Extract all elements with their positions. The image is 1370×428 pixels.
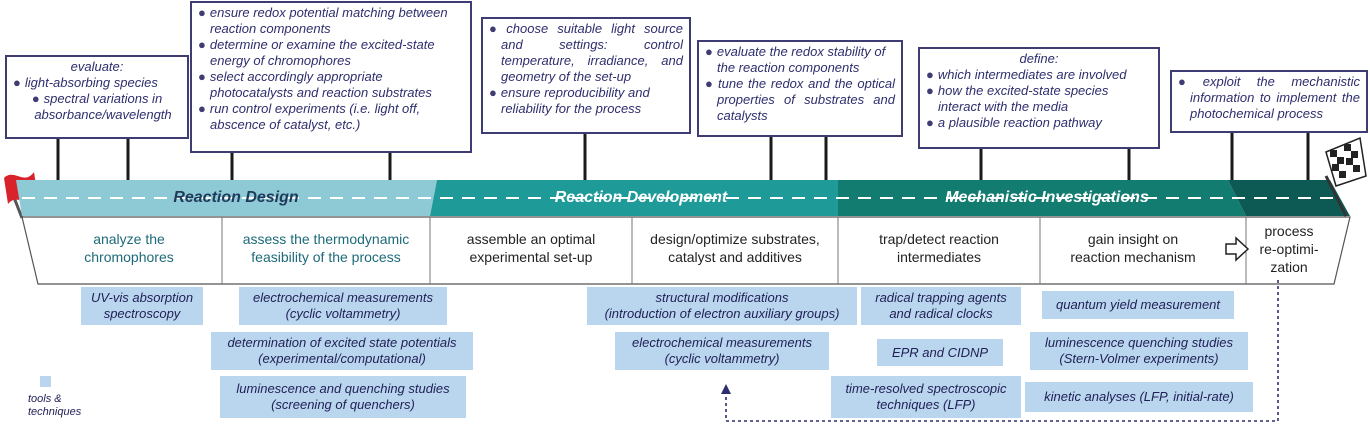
feedback-dotted-path (725, 280, 1279, 422)
legend-label: tools &techniques (28, 393, 82, 418)
arrow-right-icon (1225, 236, 1250, 262)
step-band (21, 216, 1351, 285)
stage-label-design: Reaction Design (173, 189, 299, 206)
legend-swatch (40, 376, 51, 387)
step-design: design/optimize substrates,catalyst and … (650, 231, 820, 265)
box-analyze: evaluate: ●light-absorbing species ●spec… (5, 55, 189, 139)
feedback-arrow-head (721, 384, 731, 394)
tool-quenching: luminescence quenching studies(Stern-Vol… (1030, 332, 1248, 370)
tool-kinetic: kinetic analyses (LFP, initial-rate) (1025, 382, 1253, 412)
tool-luminescence: luminescence and quenching studies(scree… (220, 376, 466, 418)
tool-epr: EPR and CIDNP (877, 339, 1003, 366)
tool-excited-state: determination of excited state potential… (211, 332, 473, 370)
tool-electrochem-1: electrochemical measurements(cyclic volt… (239, 287, 447, 325)
box-exploit: ●exploit the mechanistic information to … (1170, 70, 1368, 133)
stage-label-development: Reaction Development (554, 189, 728, 206)
stage-label-mechanistic: Mechanistic Investigations (945, 189, 1149, 206)
tool-electrochem-2: electrochemical measurements(cyclic volt… (615, 332, 829, 370)
box-assess: ●ensure redox potential matching between… (190, 1, 472, 153)
band-development (430, 180, 838, 216)
box-assemble: ●choose suitable light source and settin… (481, 17, 691, 134)
connector-lines (56, 132, 1310, 180)
box-optimize: ●evaluate the redox stability of the rea… (697, 40, 903, 137)
tool-quantum-yield: quantum yield measurement (1042, 291, 1234, 319)
checkered-flag-icon (1324, 136, 1367, 217)
box-trap: define: ●which intermediates are involve… (918, 47, 1160, 149)
tool-structural: structural modifications(introduction of… (587, 287, 857, 325)
